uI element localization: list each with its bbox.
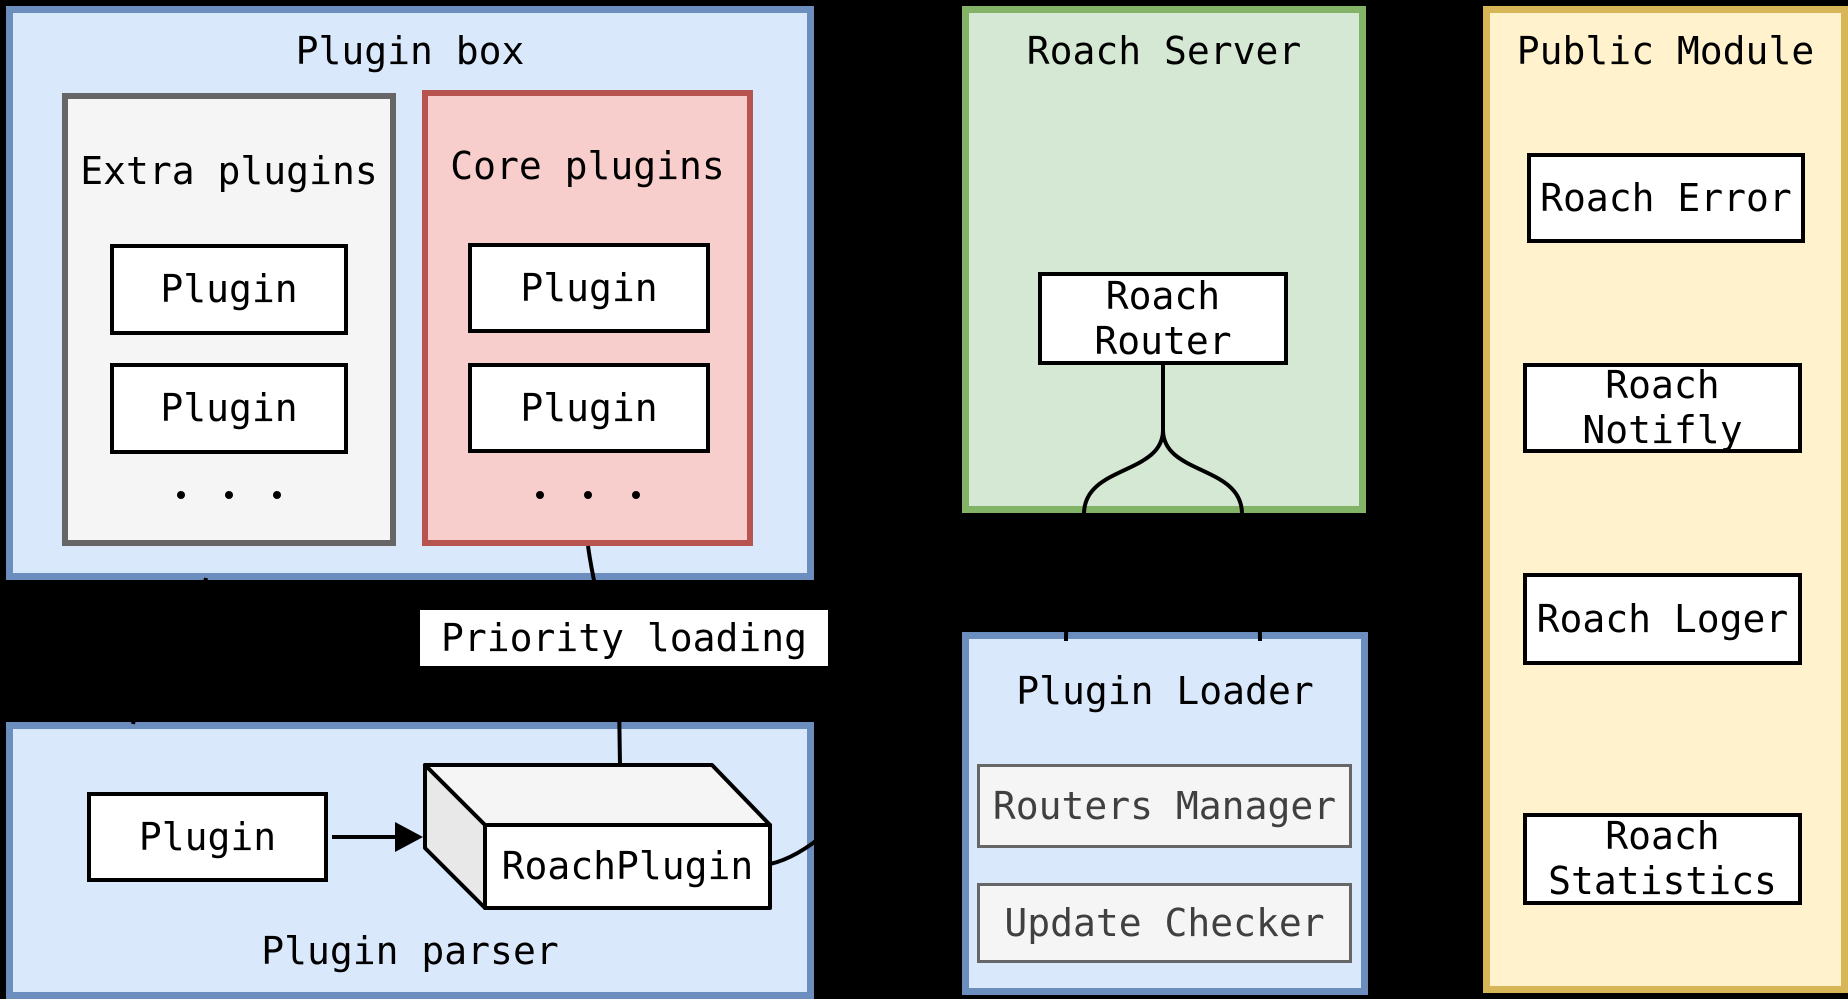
roach-notifly-node: Roach Notifly bbox=[1523, 363, 1802, 453]
plugin-box-container: Plugin box Extra plugins Plugin Plugin C… bbox=[6, 6, 814, 580]
edge-publicmodule-to-loader bbox=[1379, 741, 1482, 815]
roach-router-node: Roach Router bbox=[1038, 272, 1288, 365]
roach-notifly-line1: Roach bbox=[1605, 363, 1720, 407]
core-plugins-title: Core plugins bbox=[450, 144, 725, 188]
core-plugin-node-1: Plugin bbox=[468, 243, 710, 333]
roach-server-title: Roach Server bbox=[1026, 29, 1302, 73]
roach-loger-node: Roach Loger bbox=[1523, 573, 1802, 665]
plugin-loader-title: Plugin Loader bbox=[1016, 669, 1314, 713]
roach-router-line1: Roach bbox=[1105, 273, 1221, 318]
core-plugin-node-2: Plugin bbox=[468, 363, 710, 453]
plugin-loader-container: Plugin Loader Routers Manager Update Che… bbox=[962, 632, 1368, 995]
roach-router-line2: Router bbox=[1094, 318, 1232, 363]
extra-plugins-ellipsis-icon bbox=[68, 491, 390, 499]
core-plugins-ellipsis-icon bbox=[428, 491, 747, 499]
routers-manager-node: Routers Manager bbox=[977, 764, 1352, 848]
extra-plugin-node-2: Plugin bbox=[110, 363, 348, 454]
update-checker-node: Update Checker bbox=[977, 883, 1352, 963]
extra-plugin-node-1: Plugin bbox=[110, 244, 348, 335]
extra-plugins-title: Extra plugins bbox=[80, 149, 378, 193]
arrowhead-into-loader-left bbox=[944, 714, 961, 734]
roach-error-node: Roach Error bbox=[1527, 153, 1805, 243]
public-module-container: Public Module Roach Error Roach Notifly … bbox=[1483, 6, 1848, 993]
roachplugin-cube-label: RoachPlugin bbox=[501, 844, 754, 889]
edge-server-to-publicmodule bbox=[1367, 129, 1482, 253]
roach-statistics-line1: Roach bbox=[1605, 814, 1720, 858]
edge-pluginbox-to-parser bbox=[131, 577, 208, 725]
public-module-title: Public Module bbox=[1516, 29, 1815, 73]
parser-plugin-node: Plugin bbox=[87, 792, 328, 882]
extra-plugins-group: Extra plugins Plugin Plugin bbox=[62, 93, 396, 546]
core-plugins-group: Core plugins Plugin Plugin bbox=[422, 90, 753, 546]
arrowhead-into-loader-right bbox=[1369, 803, 1386, 823]
roach-statistics-node: Roach Statistics bbox=[1523, 813, 1802, 905]
roach-statistics-line2: Statistics bbox=[1548, 859, 1777, 903]
roach-notifly-line2: Notifly bbox=[1582, 408, 1743, 452]
plugin-parser-title: Plugin parser bbox=[261, 929, 559, 973]
roach-server-container: Roach Server Roach Router bbox=[962, 6, 1366, 513]
plugin-box-title: Plugin box bbox=[295, 29, 525, 73]
priority-loading-edge-label: Priority loading bbox=[420, 610, 828, 666]
